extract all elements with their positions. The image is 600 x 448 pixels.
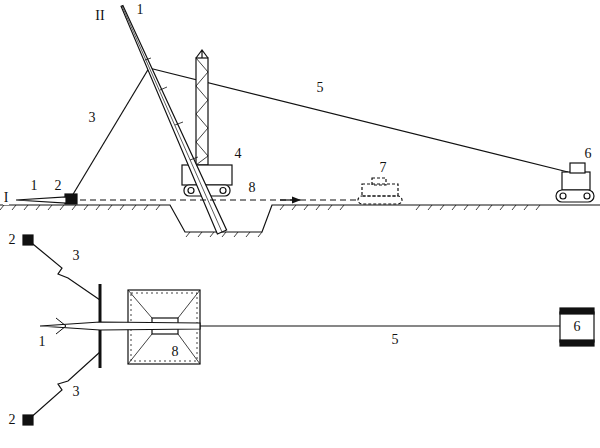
callout-number: 2 [8, 233, 17, 247]
callout-number: 1 [38, 335, 47, 349]
mast-plan [40, 284, 200, 368]
callout-number: 3 [88, 111, 97, 125]
crane [182, 50, 232, 196]
anchor-block [65, 194, 77, 204]
direction-arrow [280, 199, 300, 200]
ground-hatch [0, 205, 540, 237]
mast-lying [16, 197, 66, 203]
callout-number: 5 [391, 333, 400, 347]
tractor [556, 163, 594, 202]
guy-rope [28, 352, 100, 420]
hauling-cable [149, 68, 568, 172]
callout-number: 3 [72, 249, 81, 263]
callout-number: 8 [248, 181, 257, 195]
callout-number: 4 [234, 147, 243, 161]
callout-number: 1 [30, 179, 39, 193]
hauling-cable [200, 325, 560, 326]
callout-number: 6 [584, 147, 593, 161]
callout-number: 7 [379, 161, 388, 175]
guy-rope [28, 240, 100, 300]
callout-number: II [94, 9, 105, 23]
callout-number: 6 [573, 320, 582, 334]
guy-rope [72, 68, 149, 196]
callout-number: 5 [316, 81, 325, 95]
callout-number: I [3, 191, 10, 205]
callout-number: 1 [136, 3, 145, 17]
dashed-cable [70, 199, 356, 200]
callout-number: 2 [54, 179, 63, 193]
tractor-small [358, 178, 402, 204]
callout-number: 3 [72, 385, 81, 399]
callout-number: 2 [8, 413, 17, 427]
ground-line [0, 205, 600, 232]
tractor-plan [560, 308, 594, 346]
callout-number: 8 [171, 345, 180, 359]
